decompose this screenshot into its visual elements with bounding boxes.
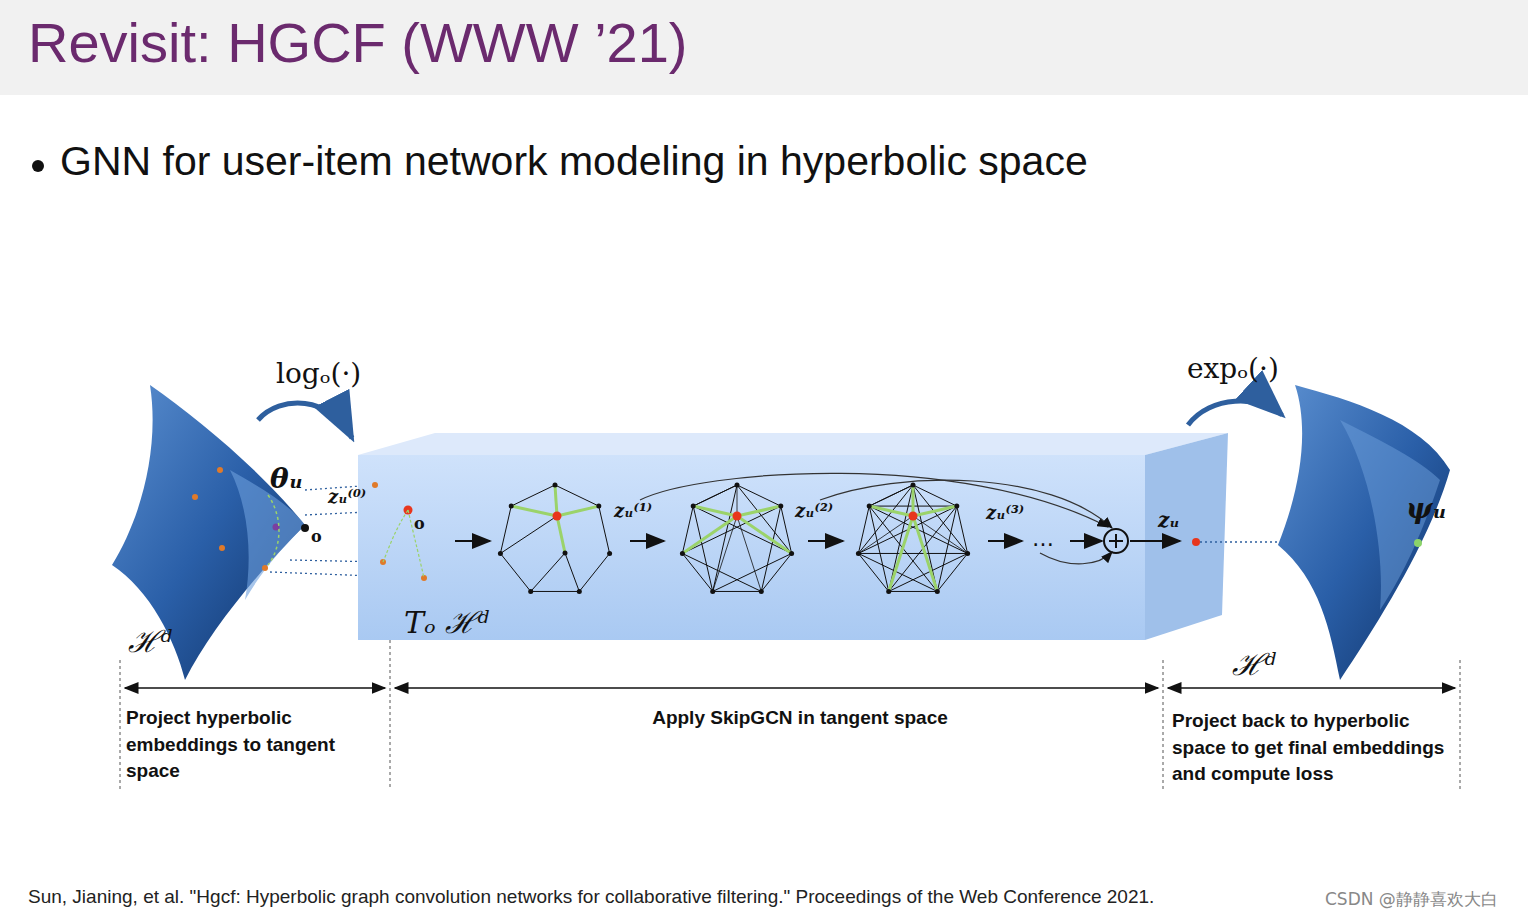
step-text: Apply SkipGCN in tangent space — [600, 705, 1000, 732]
symbol-label: ψᵤ — [1406, 492, 1447, 525]
symbol-label: zᵤ — [1158, 508, 1180, 532]
origin-label: o — [414, 514, 425, 533]
slide-title: Revisit: HGCF (WWW ’21) — [28, 10, 688, 75]
citation: Sun, Jianing, et al. "Hgcf: Hyperbolic g… — [28, 886, 1154, 908]
log-map-label: logₒ(·) — [276, 357, 361, 390]
space-label: Tₒ ℋᵈ — [404, 601, 489, 642]
bullet-text: GNN for user-item network modeling in hy… — [60, 138, 1088, 185]
tangent-space-box: Tₒ ℋᵈ — [358, 455, 1145, 640]
step-text: Project hyperbolic embeddings to tangent… — [126, 705, 376, 785]
symbol-label: zᵤ⁽⁰⁾ — [328, 486, 366, 507]
space-label: ℋᵈ — [1232, 643, 1276, 684]
svg-text:…: … — [1032, 526, 1054, 551]
exp-map-label: expₒ(·) — [1187, 352, 1279, 385]
symbol-label: θᵤ — [270, 462, 303, 495]
origin-label: o — [311, 527, 322, 546]
symbol-label: zᵤ⁽¹⁾ — [614, 500, 652, 521]
step-text: Project back to hyperbolic space to get … — [1172, 708, 1457, 788]
symbol-label: zᵤ⁽³⁾ — [986, 502, 1024, 523]
watermark: CSDN @静静喜欢大白 — [1325, 888, 1498, 911]
space-label: ℋᵈ — [128, 620, 172, 661]
symbol-label: zᵤ⁽²⁾ — [795, 500, 833, 521]
